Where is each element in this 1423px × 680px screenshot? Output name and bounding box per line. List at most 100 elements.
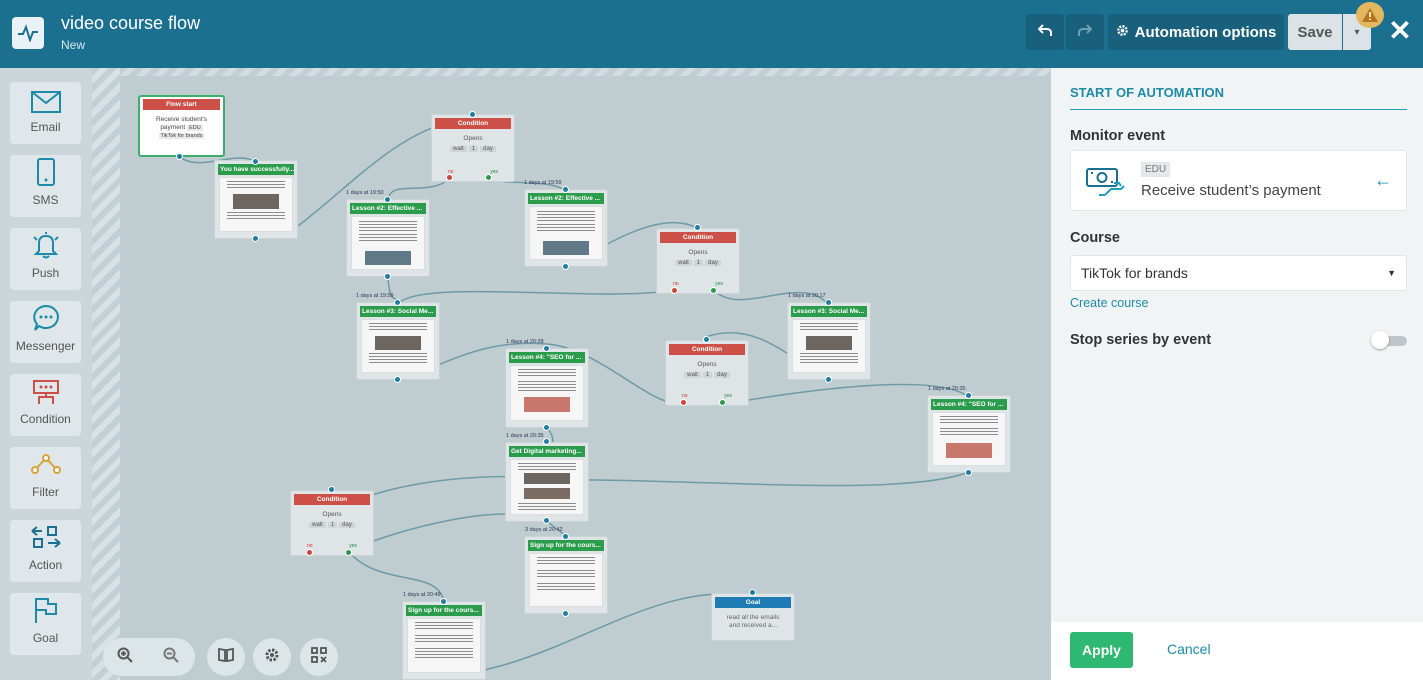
stop-series-toggle[interactable] xyxy=(1371,331,1407,349)
automation-options-label: Automation options xyxy=(1134,23,1277,41)
email-node[interactable]: Lesson #4: "SEO for ... xyxy=(505,348,589,428)
connector-dot[interactable] xyxy=(562,263,569,270)
panel-title: START OF AUTOMATION xyxy=(1070,85,1225,100)
connector-dot[interactable] xyxy=(965,392,972,399)
apply-button[interactable]: Apply xyxy=(1070,632,1133,668)
connector-dot[interactable] xyxy=(543,517,550,524)
email-node[interactable]: Sign up for the cours... xyxy=(524,536,608,614)
connector-dot[interactable] xyxy=(394,299,401,306)
connector-dot[interactable] xyxy=(562,533,569,540)
email-node[interactable]: Get Digital marketing... xyxy=(505,442,589,522)
tool-action[interactable]: Action xyxy=(10,520,81,582)
goal-text-cont: and received a... xyxy=(728,622,778,629)
connector-dot[interactable] xyxy=(328,486,335,493)
yes-connector-dot[interactable] xyxy=(719,399,726,406)
action-icon xyxy=(30,523,62,554)
email-node[interactable]: Lesson #2: Effective ... xyxy=(524,189,608,267)
connector-dot[interactable] xyxy=(469,111,476,118)
event-category-badge: EDU xyxy=(1141,162,1171,177)
canvas-settings-button[interactable] xyxy=(253,638,291,676)
yes-connector-dot[interactable] xyxy=(485,174,492,181)
zoom-in-button[interactable] xyxy=(106,638,144,676)
delay-label: 1 days at 19:59 xyxy=(356,293,394,299)
zoom-out-button[interactable] xyxy=(152,638,190,676)
yes-connector-dot[interactable] xyxy=(345,549,352,556)
tool-filter[interactable]: Filter xyxy=(10,447,81,509)
tool-messenger-label: Messenger xyxy=(15,339,76,353)
create-course-link[interactable]: Create course xyxy=(1070,296,1149,310)
connector-dot[interactable] xyxy=(543,438,550,445)
email-preview xyxy=(529,553,603,607)
connector-dot[interactable] xyxy=(749,589,756,596)
tool-condition[interactable]: Condition xyxy=(10,374,81,436)
email-node[interactable]: Lesson #3: Social Me... xyxy=(356,302,440,380)
monitor-event-card[interactable]: EDU Receive student’s payment ← xyxy=(1070,150,1407,211)
connector-dot[interactable] xyxy=(825,376,832,383)
email-icon xyxy=(30,91,61,116)
panel-divider xyxy=(1070,109,1407,110)
tool-messenger[interactable]: Messenger xyxy=(10,301,81,363)
tool-goal[interactable]: Goal xyxy=(10,593,81,655)
arrow-left-icon[interactable]: ← xyxy=(1374,170,1392,190)
warning-icon[interactable] xyxy=(1356,2,1384,28)
close-icon[interactable]: ✕ xyxy=(1388,15,1412,46)
connector-dot[interactable] xyxy=(825,299,832,306)
connector-dot[interactable] xyxy=(176,153,183,160)
condition-title: Condition xyxy=(660,232,736,243)
grid-view-button[interactable] xyxy=(300,638,338,676)
tool-push[interactable]: Push xyxy=(10,228,81,290)
connector-dot[interactable] xyxy=(965,469,972,476)
connector-dot[interactable] xyxy=(543,345,550,352)
automation-title[interactable]: video course flow xyxy=(61,13,201,33)
flow-start-node[interactable]: Flow start Receive student's payment EDU… xyxy=(138,95,225,157)
cancel-button[interactable]: Cancel xyxy=(1167,641,1211,657)
connector-dot[interactable] xyxy=(694,224,701,231)
email-node[interactable]: Sign up for the cours... xyxy=(402,601,486,680)
messenger-icon xyxy=(32,304,60,335)
connector-dot[interactable] xyxy=(384,196,391,203)
email-node[interactable]: Lesson #3: Social Me... xyxy=(787,302,871,380)
condition-wait: wait xyxy=(675,260,692,266)
redo-button[interactable] xyxy=(1066,14,1104,50)
connector-dot[interactable] xyxy=(703,336,710,343)
condition-unit: day xyxy=(714,372,730,378)
toggle-track xyxy=(1379,336,1407,346)
tool-sms[interactable]: SMS xyxy=(10,155,81,217)
undo-icon xyxy=(1037,23,1052,42)
toolbox: Email SMS Push Messenger Condition Filte… xyxy=(0,68,92,680)
connector-dot[interactable] xyxy=(543,424,550,431)
course-select[interactable]: TikTok for brands ▼ xyxy=(1070,255,1407,291)
email-node[interactable]: Lesson #4: "SEO for ... xyxy=(927,395,1011,473)
no-connector-dot[interactable] xyxy=(671,287,678,294)
email-node[interactable]: Lesson #2: Effective ... xyxy=(346,199,430,277)
connector-dot[interactable] xyxy=(562,186,569,193)
flow-canvas[interactable]: Email SMS Push Messenger Condition Filte… xyxy=(0,68,1051,680)
help-book-button[interactable] xyxy=(207,638,245,676)
connector-dot[interactable] xyxy=(252,235,259,242)
email-node-title: Lesson #3: Social Me... xyxy=(360,306,436,317)
goal-node[interactable]: Goal read all the emails and received a.… xyxy=(711,593,795,641)
automation-options-button[interactable]: Automation options xyxy=(1108,14,1284,50)
condition-no-label: no xyxy=(307,543,313,549)
connector-dot[interactable] xyxy=(384,273,391,280)
connector-dot[interactable] xyxy=(562,610,569,617)
email-node-title: Lesson #4: "SEO for ... xyxy=(509,352,585,363)
no-connector-dot[interactable] xyxy=(680,399,687,406)
save-button[interactable]: Save xyxy=(1288,14,1342,50)
connector-dot[interactable] xyxy=(394,376,401,383)
connector-dot[interactable] xyxy=(252,158,259,165)
yes-connector-dot[interactable] xyxy=(710,287,717,294)
no-connector-dot[interactable] xyxy=(306,549,313,556)
connector-dot[interactable] xyxy=(440,598,447,605)
condition-num: 1 xyxy=(702,372,713,378)
no-connector-dot[interactable] xyxy=(446,174,453,181)
email-node[interactable]: You have successfully... xyxy=(214,160,298,239)
condition-yes-label: yes xyxy=(490,169,498,175)
email-preview xyxy=(529,206,603,260)
tool-email[interactable]: Email xyxy=(10,82,81,144)
undo-button[interactable] xyxy=(1026,14,1064,50)
